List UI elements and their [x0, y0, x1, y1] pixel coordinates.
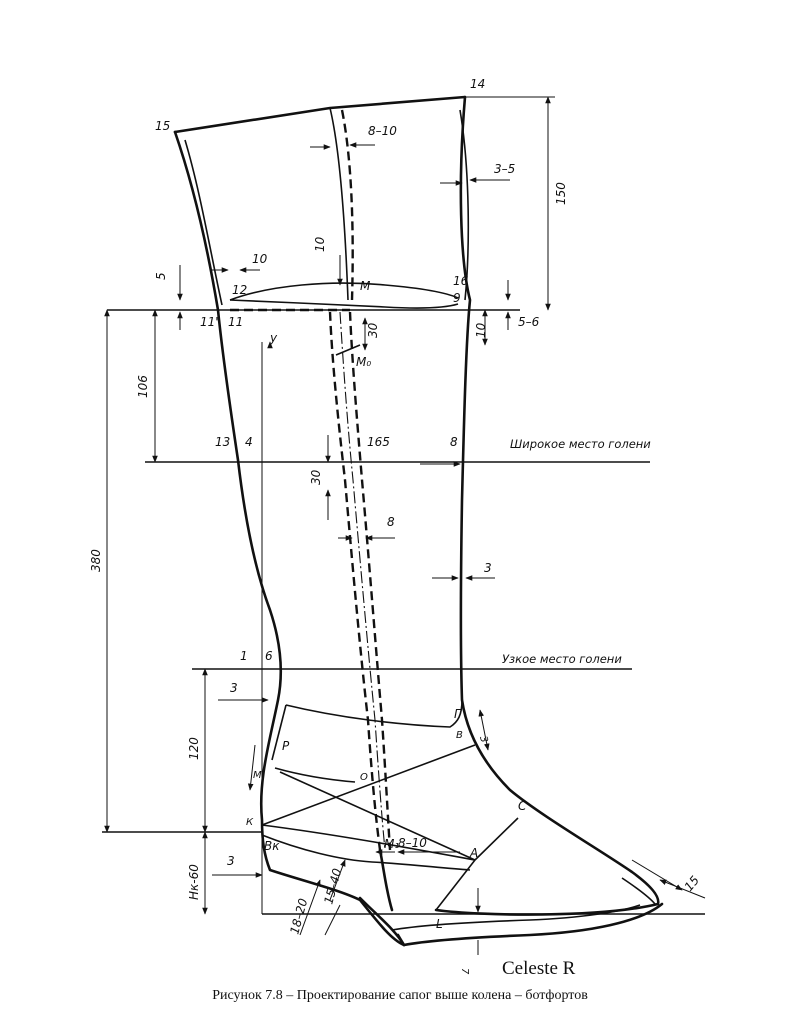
dim-15-toe: 15	[682, 873, 703, 894]
dim-hk-60: Нк-60	[187, 864, 201, 900]
point-9: 9	[453, 291, 461, 305]
point-4: 4	[245, 435, 253, 449]
dim-8: 8	[387, 515, 395, 529]
dim-10-vertical: 10	[313, 236, 327, 252]
point-m-vamp: M	[253, 770, 262, 781]
point-vk: Вк	[264, 839, 280, 853]
point-14: 14	[470, 77, 485, 91]
dim-3-bottom: 3	[227, 854, 235, 868]
dim-3-heel: 3	[230, 681, 238, 695]
dim-30-mid: 30	[309, 469, 323, 485]
vamp-section	[261, 699, 656, 912]
dim-120: 120	[187, 737, 201, 760]
axis-y-label: y	[269, 331, 278, 345]
wide-calf-label: Широкое место голени	[510, 437, 651, 451]
point-6: 6	[265, 649, 273, 663]
point-8: 8	[450, 435, 458, 449]
dimension-arrows	[104, 96, 706, 955]
dim-10-horizontal: 10	[252, 252, 268, 266]
point-m-top: M	[360, 279, 371, 293]
point-a: A	[469, 846, 478, 860]
dim-5: 5	[154, 272, 168, 280]
point-12: 12	[232, 283, 247, 297]
dim-106: 106	[136, 375, 150, 398]
point-k: К	[246, 817, 254, 828]
dim-7: 7	[459, 968, 470, 975]
point-11-prime: 11'	[200, 315, 219, 329]
narrow-calf-label: Узкое место голени	[502, 652, 622, 666]
point-o: O	[360, 772, 368, 783]
shaft-seam	[328, 311, 392, 851]
author-signature: Celeste R	[502, 958, 576, 979]
dim-3-5: 3–5	[494, 162, 515, 176]
dim-3-vamp: 3	[477, 735, 489, 744]
point-l: L	[436, 917, 443, 931]
point-11: 11	[228, 315, 243, 329]
construction-lines	[102, 309, 705, 915]
dim-380: 380	[89, 549, 103, 572]
point-c: C	[518, 799, 527, 813]
dim-10-right: 10	[474, 322, 488, 338]
point-m0: M₀	[356, 355, 371, 369]
dim-150: 150	[554, 182, 568, 205]
dim-8-10-top: 8–10	[368, 124, 397, 138]
point-16: 16	[453, 274, 469, 288]
dim-5-6: 5–6	[518, 315, 540, 329]
top-seam	[229, 107, 459, 312]
dim-165: 165	[367, 435, 390, 449]
dim-30-top: 30	[366, 322, 380, 338]
figure-caption: Рисунок 7.8 – Проектирование сапог выше …	[212, 988, 588, 1003]
point-p: P	[282, 739, 290, 753]
point-g: Г	[454, 707, 462, 721]
point-15: 15	[155, 119, 170, 133]
sole-heel	[358, 896, 664, 947]
dim-8-10-low: 8–10	[398, 836, 427, 850]
point-13: 13	[215, 435, 230, 449]
dim-3-calf: 3	[484, 561, 492, 575]
point-1: 1	[240, 649, 248, 663]
dim-15-40: 15–40	[321, 867, 344, 906]
point-v: В	[456, 730, 463, 741]
point-m1: M₁	[384, 837, 399, 851]
